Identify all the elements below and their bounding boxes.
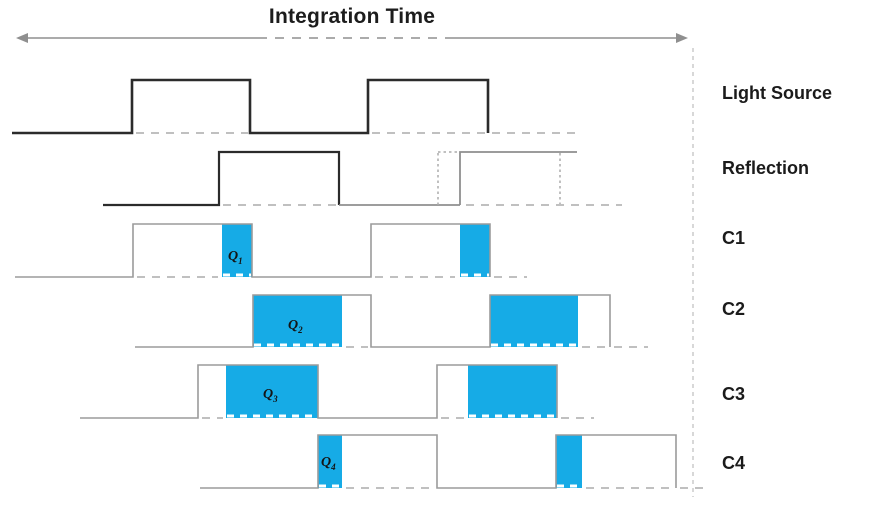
row-label-light-source: Light Source (722, 83, 833, 103)
arrow-head-right-icon (676, 33, 688, 43)
signal-reflection (103, 150, 341, 207)
charge-fill-c4 (318, 435, 342, 488)
row-label-c4: C4 (722, 453, 746, 473)
charge-fill-c1 (222, 224, 252, 277)
arrow-head-left-icon (16, 33, 28, 43)
charge-fill-c3 (226, 365, 318, 418)
row-label-reflection: Reflection (722, 158, 810, 178)
signal-c1 (15, 223, 491, 278)
signal-light-source (12, 78, 490, 135)
signal-c3 (80, 364, 558, 419)
charge-fill-c2 (253, 295, 342, 347)
diagram-title: Integration Time (268, 5, 436, 28)
charge-fill-c2 (490, 295, 578, 347)
row-label-c1: C1 (722, 228, 746, 248)
row-label-c3: C3 (722, 384, 746, 404)
row-label-c2: C2 (722, 299, 746, 319)
charge-fill-c4 (556, 435, 582, 488)
signal-reflection (459, 151, 577, 205)
charge-fill-c3 (468, 365, 557, 418)
charge-fill-c1 (460, 224, 490, 277)
signal-c2 (135, 294, 611, 348)
signal-c4 (200, 434, 677, 489)
